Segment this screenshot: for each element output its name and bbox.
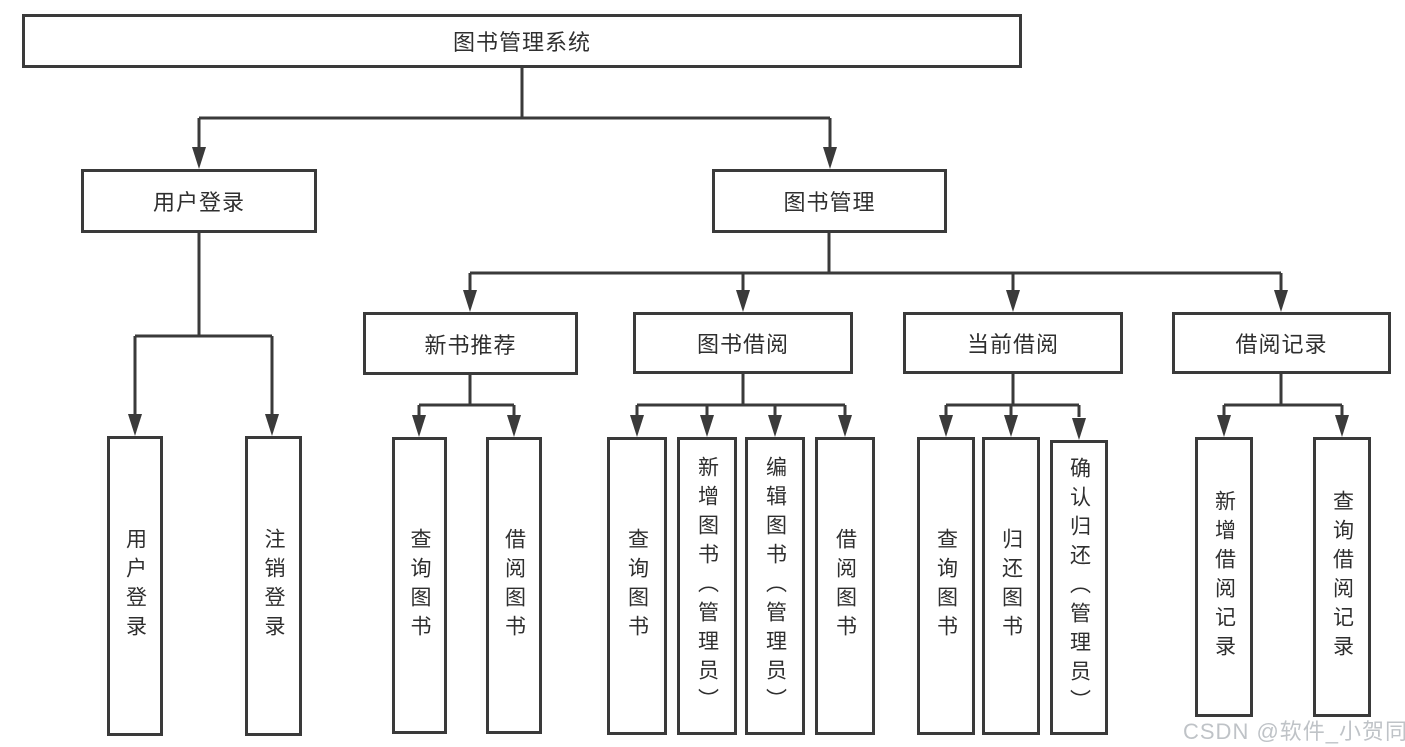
leaf-query-books-3: 查询图书: [917, 437, 975, 735]
leaf-borrow-books-2: 借阅图书: [815, 437, 875, 735]
leaf-return-books: 归还图书: [982, 437, 1040, 735]
node-root-library-system: 图书管理系统: [22, 14, 1022, 68]
node-user-login: 用户登录: [81, 169, 317, 233]
node-current-borrowing: 当前借阅: [903, 312, 1123, 374]
leaf-query-books-2: 查询图书: [607, 437, 667, 735]
leaf-add-borrow-record: 新增借阅记录: [1195, 437, 1253, 717]
leaf-query-books-1: 查询图书: [392, 437, 447, 734]
leaf-user-login: 用户登录: [107, 436, 163, 736]
leaf-edit-books-admin: 编辑图书（管理员）: [745, 437, 805, 735]
leaf-add-books-admin: 新增图书（管理员）: [677, 437, 737, 735]
node-book-management: 图书管理: [712, 169, 947, 233]
leaf-confirm-return-admin: 确认归还（管理员）: [1050, 440, 1108, 735]
leaf-logout: 注销登录: [245, 436, 302, 736]
leaf-borrow-books-1: 借阅图书: [486, 437, 542, 734]
node-borrow-records: 借阅记录: [1172, 312, 1391, 374]
leaf-query-borrow-record: 查询借阅记录: [1313, 437, 1371, 717]
csdn-watermark: CSDN @软件_小贺同学: [1183, 719, 1405, 744]
node-book-borrowing: 图书借阅: [633, 312, 853, 374]
node-new-book-recommend: 新书推荐: [363, 312, 578, 375]
